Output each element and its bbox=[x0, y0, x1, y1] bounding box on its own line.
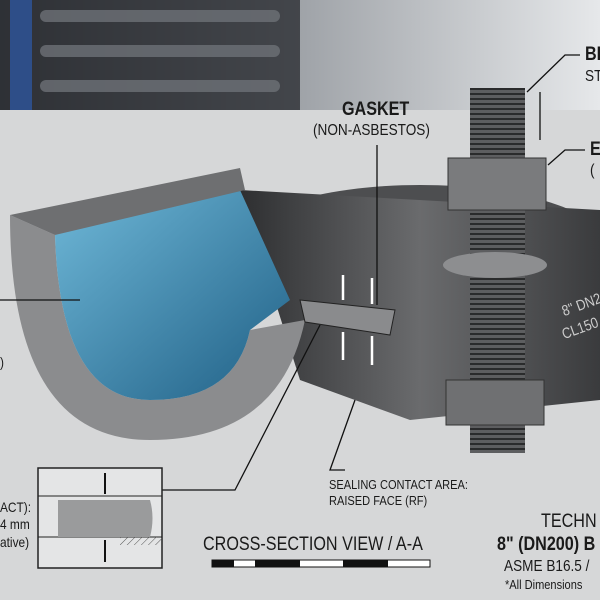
hex-nut-top bbox=[447, 157, 547, 211]
gasket-label: GASKET bbox=[342, 99, 410, 120]
nut-label: E bbox=[590, 139, 600, 160]
nut-sublabel: ( bbox=[590, 162, 595, 179]
sealing-label-1: SEALING CONTACT AREA: bbox=[329, 477, 468, 492]
bolt-sublabel: ST bbox=[585, 68, 600, 85]
washer bbox=[443, 252, 547, 278]
bolt-label: BI bbox=[585, 44, 600, 65]
sealing-label-2: RAISED FACE (RF) bbox=[329, 493, 428, 508]
scale-bar bbox=[211, 559, 431, 568]
hex-nut-bottom bbox=[445, 379, 545, 426]
left-label-3: ative) bbox=[0, 534, 30, 550]
gasket bbox=[299, 299, 396, 336]
tech-standard: ASME B16.5 / bbox=[504, 558, 590, 575]
tech-note: *All Dimensions bbox=[505, 577, 583, 592]
cross-section-title: CROSS-SECTION VIEW / A-A bbox=[203, 534, 423, 555]
water-fill bbox=[55, 190, 290, 400]
gasket-sublabel: (NON-ASBESTOS) bbox=[313, 122, 430, 139]
pipe-wall bbox=[10, 215, 305, 440]
left-label-1: ACT): bbox=[0, 499, 32, 515]
left-label-2: 4 mm bbox=[0, 516, 30, 532]
left-paren-label: ) bbox=[0, 354, 4, 370]
compression-arrows bbox=[341, 275, 374, 365]
tech-title: TECHN bbox=[541, 511, 597, 532]
tech-size: 8" (DN200) B bbox=[497, 534, 596, 555]
cross-section-inset bbox=[37, 467, 163, 569]
